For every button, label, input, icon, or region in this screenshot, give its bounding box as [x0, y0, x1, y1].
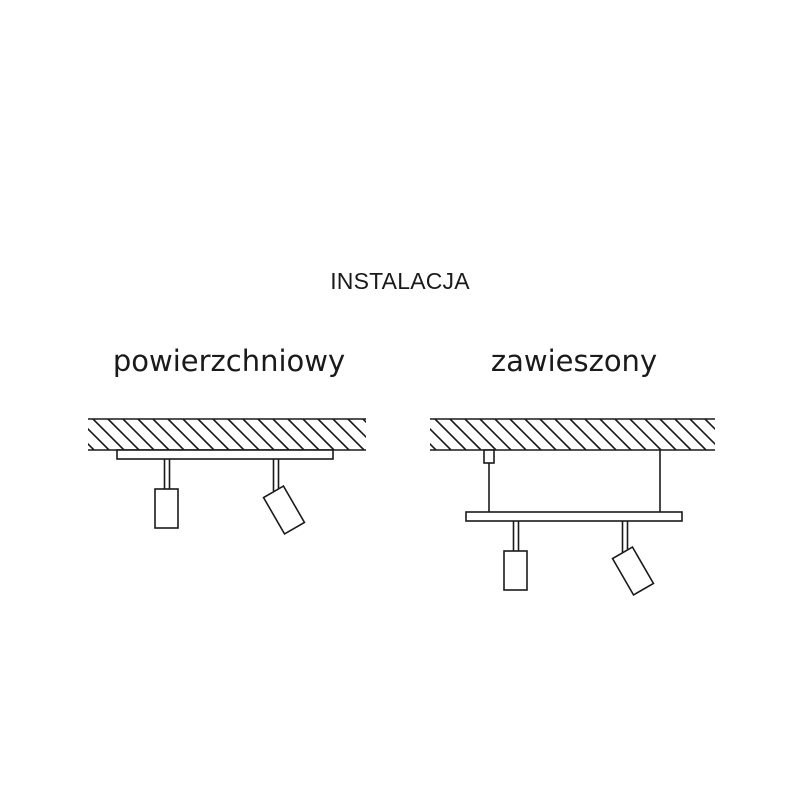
spotlight-straight	[154, 488, 179, 529]
spotlight-straight	[503, 550, 528, 591]
surface-mount-diagram	[88, 418, 366, 536]
ceiling-canopy	[483, 449, 495, 464]
surface-mount-label: powierzchniowy	[112, 344, 346, 378]
spotlight-tilted	[611, 545, 655, 597]
ceiling-hatch	[430, 419, 715, 450]
track-rail	[465, 511, 683, 522]
suspended-mount-label: zawieszony	[490, 344, 658, 378]
spotlight-tilted	[262, 484, 306, 536]
ceiling-hatch	[88, 419, 366, 450]
diagram-title: INSTALACJA	[330, 268, 470, 294]
suspended-mount-diagram	[430, 418, 715, 597]
track-rail	[116, 449, 334, 460]
